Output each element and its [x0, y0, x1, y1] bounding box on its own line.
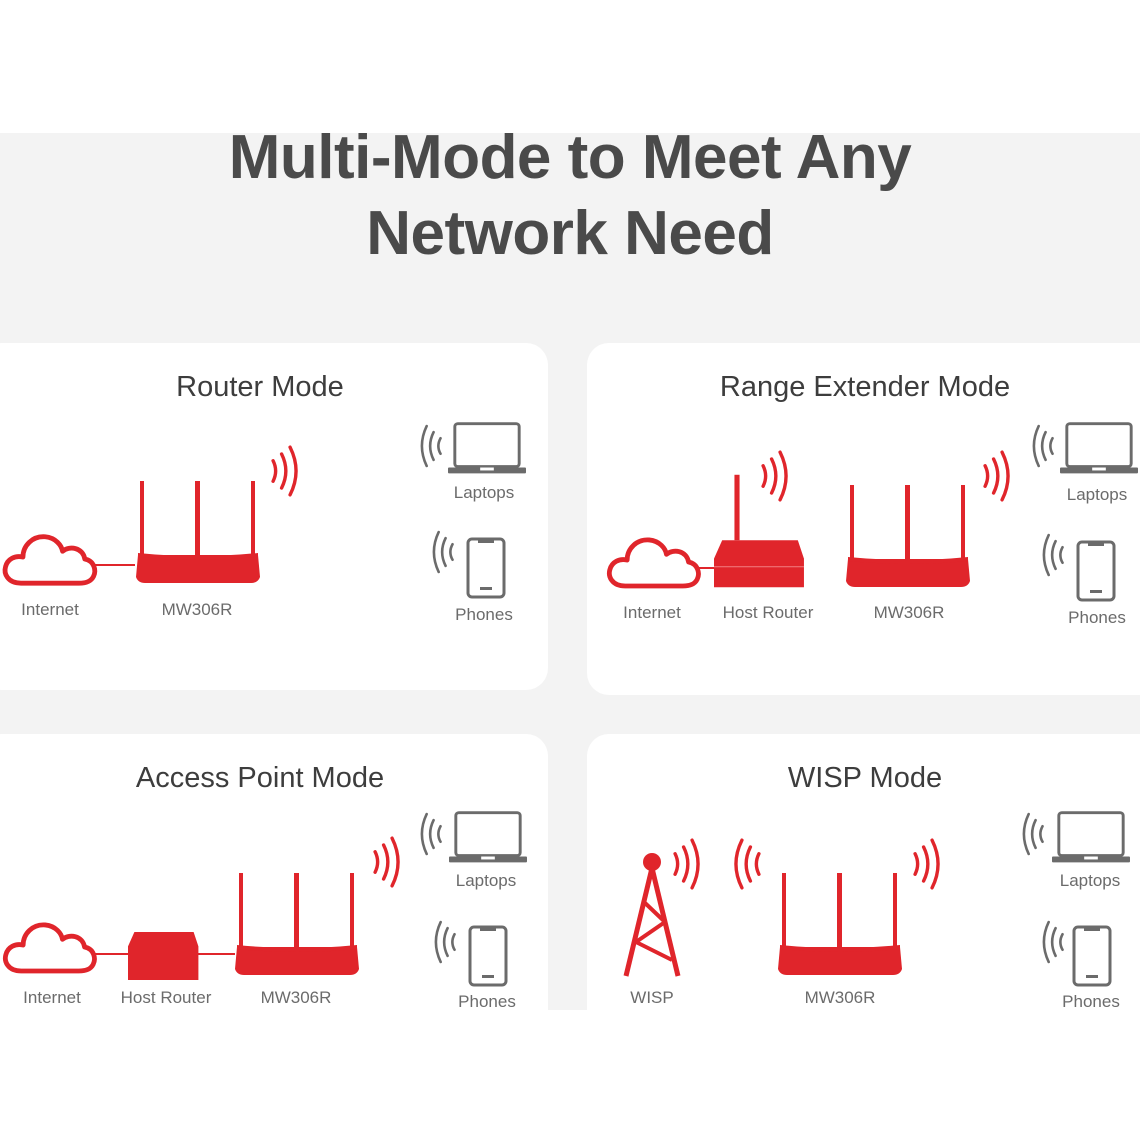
laptop-icon — [448, 422, 526, 475]
card-title: Router Mode — [176, 371, 344, 403]
wifi-signal-icon — [373, 836, 400, 888]
wifi-signal-icon — [271, 445, 298, 497]
wifi-signal-icon — [734, 838, 761, 890]
card-access-point-mode: Access Point Mode — [0, 734, 548, 1034]
laptop-icon — [1052, 811, 1130, 864]
router-icon — [235, 873, 359, 975]
card-router-mode: Router Mode — [0, 343, 548, 690]
wifi-signal-icon — [432, 530, 454, 574]
phone-icon — [466, 537, 506, 599]
headline-line-2: Network Need — [366, 199, 774, 268]
client-label-phones: Phones — [455, 605, 513, 624]
card-title: Range Extender Mode — [719, 371, 1011, 403]
headline-line-1: Multi-Mode to Meet Any — [228, 123, 912, 192]
page-footer-blank — [0, 1010, 1140, 1140]
wifi-signal-icon — [673, 838, 700, 890]
wifi-signal-icon — [1042, 920, 1064, 964]
wifi-signal-icon — [1032, 424, 1054, 468]
router-icon — [846, 485, 970, 587]
node-label-mw306r: MW306R — [161, 600, 233, 619]
node-label-mw306r: MW306R — [873, 603, 945, 622]
wifi-signal-icon — [1022, 812, 1044, 856]
phone-icon — [468, 925, 508, 987]
node-label-mw306r: MW306R — [804, 988, 876, 1007]
host-router-icon — [128, 932, 199, 980]
node-label-internet: Internet — [23, 988, 81, 1007]
laptop-icon — [449, 811, 527, 864]
card-title: Access Point Mode — [135, 762, 385, 794]
wifi-signal-icon — [761, 450, 788, 502]
node-label-wisp: WISP — [630, 988, 674, 1007]
node-label-internet: Internet — [21, 600, 79, 619]
wifi-signal-icon — [1042, 533, 1064, 577]
internet-cloud-icon — [1, 530, 99, 588]
phone-icon — [1072, 925, 1112, 987]
phone-icon — [1076, 540, 1116, 602]
laptop-icon — [1060, 422, 1138, 475]
card-wisp-mode: WISP Mode — [587, 734, 1140, 1034]
wifi-signal-icon — [913, 838, 940, 890]
client-label-laptops: Laptops — [455, 871, 517, 890]
internet-cloud-icon — [606, 533, 702, 591]
wifi-signal-icon — [420, 424, 442, 468]
client-label-phones: Phones — [458, 992, 516, 1011]
node-label-internet: Internet — [623, 603, 681, 622]
card-title: WISP Mode — [787, 762, 943, 794]
client-label-laptops: Laptops — [1059, 871, 1121, 890]
client-label-phones: Phones — [1062, 992, 1120, 1011]
wifi-signal-icon — [420, 812, 442, 856]
page-headline: Multi-Mode to Meet Any Network Need — [0, 120, 1140, 272]
client-label-laptops: Laptops — [453, 483, 515, 502]
node-label-host-router: Host Router — [722, 603, 814, 622]
wifi-signal-icon — [983, 450, 1010, 502]
link-line — [95, 564, 135, 566]
router-icon — [778, 873, 902, 975]
router-icon — [136, 481, 260, 583]
node-label-host-router: Host Router — [120, 988, 212, 1007]
internet-cloud-icon — [2, 918, 98, 976]
card-range-extender-mode: Range Extender Mode — [587, 343, 1140, 695]
client-label-phones: Phones — [1068, 608, 1126, 627]
wifi-signal-icon — [434, 920, 456, 964]
node-label-mw306r: MW306R — [260, 988, 332, 1007]
client-label-laptops: Laptops — [1066, 485, 1128, 504]
